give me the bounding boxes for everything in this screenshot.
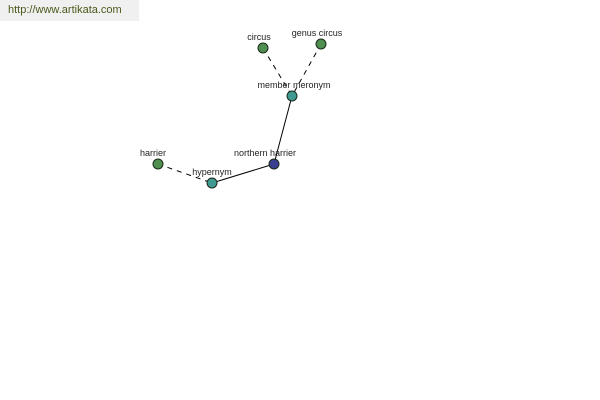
- node-label-circus: circus: [247, 32, 271, 42]
- nodes-layer: [152, 38, 327, 189]
- node-label-genus-circus: genus circus: [292, 28, 343, 38]
- node-circus[interactable]: [257, 42, 269, 54]
- edge-hypernym-to-northern-harrier: [211, 163, 275, 184]
- edge-member-meronym-to-northern-harrier: [273, 95, 293, 165]
- watermark-link[interactable]: http://www.artikata.com: [0, 0, 139, 21]
- edges-layer: [157, 43, 322, 184]
- node-hypernym[interactable]: [206, 177, 218, 189]
- labels-layer: circus genus circus member meronym harrier n…: [140, 28, 343, 177]
- node-label-harrier: harrier: [140, 148, 166, 158]
- node-label-member-meronym: member meronym: [257, 80, 330, 90]
- node-label-northern-harrier: northern harrier: [234, 148, 296, 158]
- node-member-meronym[interactable]: [286, 90, 298, 102]
- node-label-hypernym: hypernym: [192, 167, 232, 177]
- node-northern-harrier[interactable]: [268, 158, 280, 170]
- node-genus-circus[interactable]: [315, 38, 327, 50]
- node-harrier[interactable]: [152, 158, 164, 170]
